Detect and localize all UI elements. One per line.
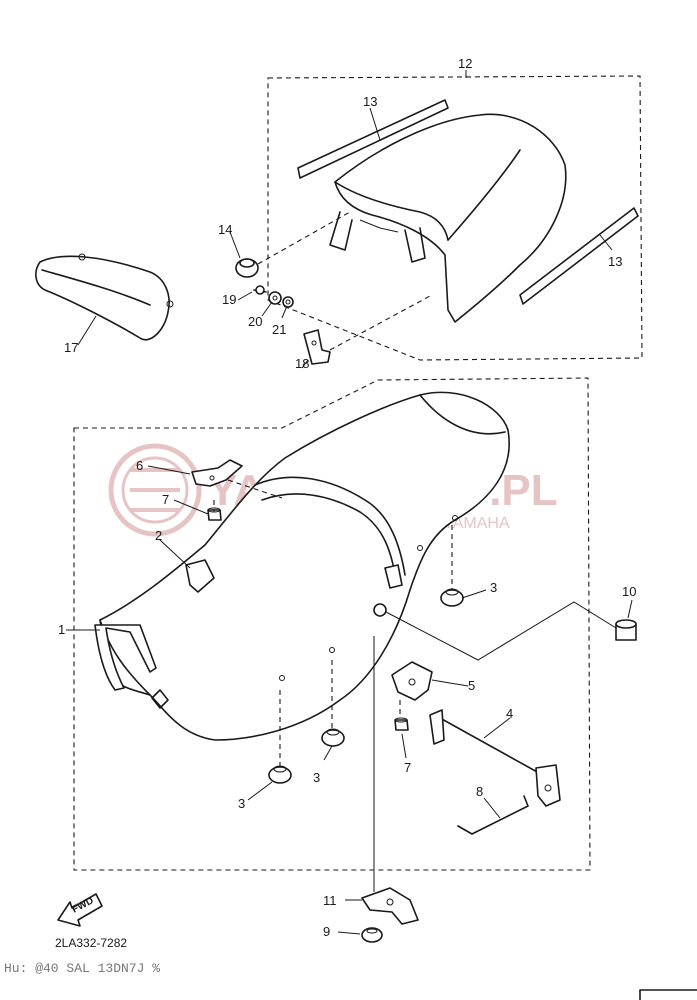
grommet-10 — [615, 619, 637, 641]
label-9: 9 — [323, 924, 330, 939]
rear-seat-cowl — [329, 113, 567, 323]
bracket-18 — [303, 329, 331, 365]
leader-lines — [66, 70, 633, 935]
washer-20 — [268, 291, 282, 305]
label-3-left: 3 — [238, 796, 245, 811]
bracket-6 — [191, 459, 243, 487]
rear-cover-17 — [35, 253, 174, 341]
label-13-left: 13 — [363, 94, 377, 109]
label-3-center: 3 — [313, 770, 320, 785]
label-10: 10 — [622, 584, 636, 599]
label-19: 19 — [222, 292, 236, 307]
wire-8 — [457, 795, 529, 835]
label-7-upper: 7 — [162, 492, 169, 507]
rear-stripe-right — [519, 207, 639, 305]
diagram-code: 2LA332-7282 — [55, 936, 127, 950]
label-18: 18 — [295, 356, 309, 371]
label-21: 21 — [272, 322, 286, 337]
fwd-arrow-icon: FWD — [57, 893, 103, 927]
main-seat-group — [73, 377, 591, 871]
bolt-19 — [253, 285, 267, 295]
collar-7-lower — [394, 717, 409, 731]
footer-scribble: Hu: @40 SAL 13DN7J % — [4, 961, 160, 976]
corner-mark — [639, 989, 697, 1000]
label-8: 8 — [476, 784, 483, 799]
label-6: 6 — [136, 458, 143, 473]
damper-3-right — [440, 588, 464, 607]
seat-1 — [94, 391, 510, 741]
label-1: 1 — [58, 622, 65, 637]
label-4: 4 — [506, 706, 513, 721]
label-2: 2 — [155, 528, 162, 543]
label-11: 11 — [323, 893, 337, 908]
damper-3-left — [268, 765, 292, 784]
grommet-9 — [361, 927, 383, 943]
hook-5 — [391, 661, 433, 701]
damper-3-center — [321, 728, 345, 747]
rear-stripe-left — [297, 99, 449, 179]
label-5: 5 — [468, 678, 475, 693]
label-14: 14 — [218, 222, 232, 237]
label-20: 20 — [248, 314, 262, 329]
label-12: 12 — [458, 56, 472, 71]
label-17: 17 — [64, 340, 78, 355]
label-13-right: 13 — [608, 254, 622, 269]
part-labels: 12 13 13 14 17 19 20 21 18 6 7 2 1 3 3 3… — [58, 56, 636, 939]
group-12-boundary — [267, 75, 643, 361]
watermark-logo-icon — [108, 443, 202, 537]
damper-14 — [235, 258, 259, 278]
clip-2 — [185, 559, 215, 593]
rear-seat-group — [235, 75, 643, 365]
label-3-right: 3 — [490, 580, 497, 595]
label-7-lower: 7 — [404, 760, 411, 775]
group-1-boundary — [73, 377, 591, 871]
washer-21 — [282, 296, 294, 308]
lock-rod-4 — [429, 709, 561, 807]
latch-11 — [361, 887, 419, 925]
